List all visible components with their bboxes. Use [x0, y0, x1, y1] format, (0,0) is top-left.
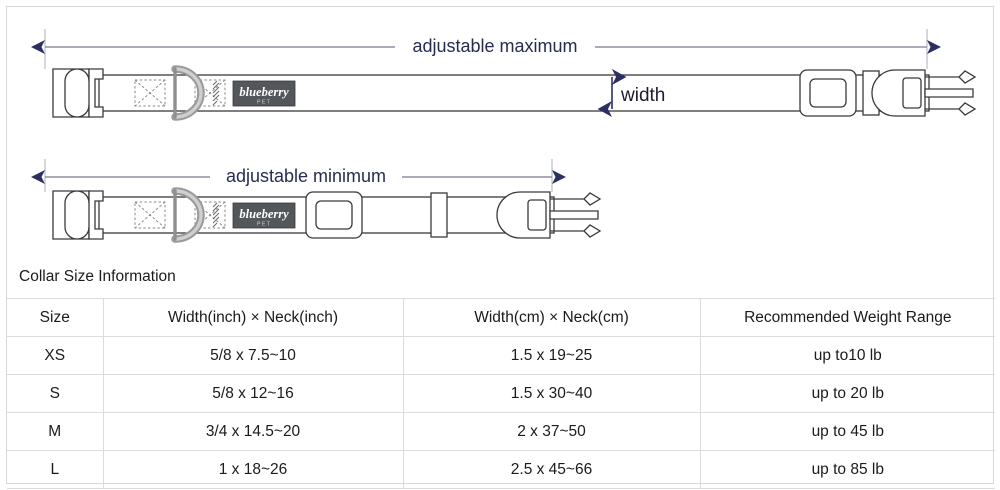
- table-header-row: Size Width(inch) × Neck(inch) Width(cm) …: [7, 298, 996, 337]
- column-header-weight: Recommended Weight Range: [699, 298, 996, 337]
- cell-weight: up to 20 lb: [699, 374, 996, 413]
- cell-size: S: [7, 374, 104, 413]
- table-row: M 3/4 x 14.5~20 2 x 37~50 up to 45 lb: [7, 412, 996, 451]
- cell-inch: 5/8 x 7.5~10: [102, 336, 404, 375]
- coil-detail-min: [212, 202, 220, 228]
- slider-buckle-min: [305, 191, 363, 239]
- column-header-size: Size: [7, 298, 104, 337]
- coil-detail-max: [212, 80, 220, 106]
- cell-inch: 5/8 x 12~16: [102, 374, 404, 413]
- brand-logo-min: blueberry PET: [232, 202, 296, 229]
- cell-cm: 2 x 37~50: [402, 412, 701, 451]
- keeper-loop-min: [430, 192, 448, 238]
- label-adjustable-maximum: adjustable maximum: [412, 36, 577, 56]
- side-release-buckle-max: [871, 69, 977, 117]
- strap-end-tip-min: [52, 190, 104, 240]
- tips-text: Tips: Measure the circumference of pet's…: [7, 488, 996, 490]
- cell-cm: 1.5 x 19~25: [402, 336, 701, 375]
- table-row: S 5/8 x 12~16 1.5 x 30~40 up to 20 lb: [7, 374, 996, 413]
- brand-sub-max: PET: [257, 99, 271, 105]
- table-tips-row: Tips: Measure the circumference of pet's…: [7, 488, 996, 490]
- d-ring-max: [171, 65, 205, 121]
- cell-cm: 2.5 x 45~66: [402, 450, 701, 489]
- brand-logo-max: blueberry PET: [232, 80, 296, 107]
- collar-size-table-area: Collar Size Information Size Width(inch)…: [7, 256, 996, 490]
- cell-size: XS: [7, 336, 104, 375]
- d-ring-min: [171, 187, 205, 243]
- side-release-buckle-min: [496, 191, 602, 239]
- column-header-inch: Width(inch) × Neck(inch): [102, 298, 404, 337]
- cell-inch: 1 x 18~26: [102, 450, 404, 489]
- cell-cm: 1.5 x 30~40: [402, 374, 701, 413]
- brand-name-min: blueberry: [239, 207, 289, 221]
- strap-end-tip-max: [52, 68, 104, 118]
- collar-diagram: adjustable maximum blueberry PET: [7, 7, 995, 256]
- brand-name-max: blueberry: [239, 85, 289, 99]
- slider-buckle-max: [799, 69, 857, 117]
- cell-weight: up to10 lb: [699, 336, 996, 375]
- column-header-cm: Width(cm) × Neck(cm): [402, 298, 701, 337]
- table-row: L 1 x 18~26 2.5 x 45~66 up to 85 lb: [7, 450, 996, 489]
- table-title-row: Collar Size Information: [7, 256, 996, 299]
- chart-frame: adjustable maximum blueberry PET: [6, 6, 996, 490]
- label-width: width: [620, 85, 665, 106]
- label-adjustable-minimum: adjustable minimum: [226, 166, 386, 186]
- table-title: Collar Size Information: [7, 256, 996, 299]
- cell-inch: 3/4 x 14.5~20: [102, 412, 404, 451]
- brand-sub-min: PET: [257, 221, 271, 227]
- cell-size: M: [7, 412, 104, 451]
- cell-weight: up to 85 lb: [699, 450, 996, 489]
- table-row: XS 5/8 x 7.5~10 1.5 x 19~25 up to10 lb: [7, 336, 996, 375]
- cell-size: L: [7, 450, 104, 489]
- cell-weight: up to 45 lb: [699, 412, 996, 451]
- collar-size-table: Collar Size Information Size Width(inch)…: [7, 256, 996, 490]
